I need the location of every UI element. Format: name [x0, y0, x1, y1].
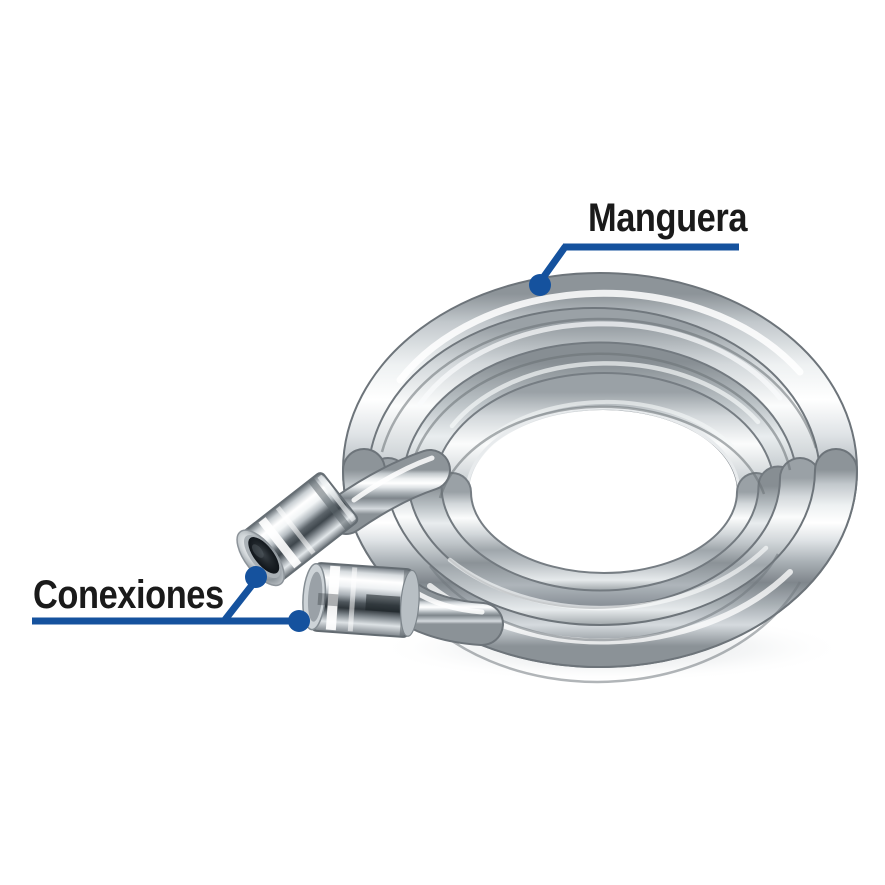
- callout-manguera[interactable]: [529, 243, 739, 296]
- fitting-upper-left: [236, 472, 359, 587]
- fitting-lower: [302, 562, 420, 638]
- callout-conexiones-dot-upper: [245, 566, 267, 588]
- callout-label-conexiones: Conexiones: [33, 573, 224, 617]
- callout-conexiones-dot-right: [288, 610, 310, 632]
- callout-conexiones[interactable]: [32, 566, 310, 632]
- callout-label-manguera: Manguera: [588, 196, 748, 240]
- hose-stub-to-nut: [325, 449, 451, 535]
- hose-coil-front-arcs: [342, 448, 858, 668]
- callout-manguera-dot: [529, 274, 551, 296]
- callout-conexiones-leader: [220, 576, 260, 625]
- coil-inner-opening: [469, 410, 737, 574]
